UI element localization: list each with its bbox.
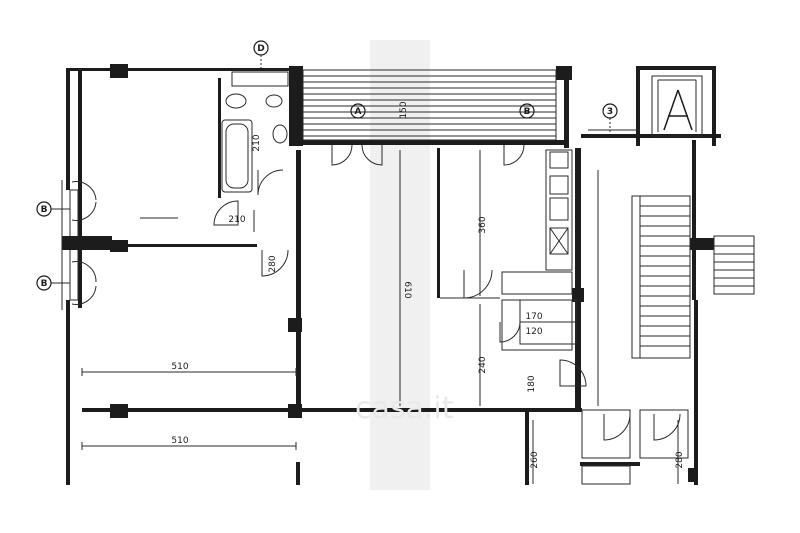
tag-b-left-top: B — [36, 201, 70, 217]
dim-150: 150 — [399, 101, 409, 118]
pillar-stair — [690, 238, 714, 250]
wall-bath-left — [218, 78, 221, 198]
walls — [66, 64, 721, 485]
wall-right-lower — [694, 300, 698, 485]
dim-210: 210 — [252, 134, 262, 151]
wall-bottom-stub — [296, 462, 300, 485]
pillar-bottom-mid — [288, 404, 302, 418]
wall-stair-right — [692, 140, 696, 240]
tag-a: A — [350, 103, 366, 119]
dim-260: 260 — [530, 451, 540, 468]
wall-bottom-right — [525, 410, 529, 485]
wall-elevator-top — [636, 66, 716, 70]
pillar-bottom-right — [688, 468, 698, 482]
balcony-top-slats — [302, 69, 557, 141]
wall-left-inner — [78, 68, 82, 308]
pillar-balcony-left — [62, 236, 112, 250]
dim-210-door: 210 — [228, 215, 245, 225]
tag-a-label: A — [355, 107, 362, 117]
dim-170: 170 — [525, 312, 542, 322]
wall-stair-right-lower — [692, 250, 696, 300]
wall-bedroom-bottom — [82, 244, 257, 247]
wall-balcony-bottom — [303, 140, 568, 145]
dim-120: 120 — [525, 327, 542, 337]
wall-balcony-right — [564, 80, 569, 148]
tag-d-label: D — [257, 44, 264, 54]
wall-stair-top — [581, 134, 721, 138]
tag-stair: 3 — [602, 103, 618, 134]
sink-icon — [549, 151, 569, 169]
tag-b-balcony-label: B — [524, 107, 531, 117]
pillar-mid-left — [110, 240, 128, 252]
wall-long-horizontal — [82, 408, 582, 412]
pillar-corridor — [288, 318, 302, 332]
dim-180: 180 — [527, 375, 537, 392]
dim-510-a: 510 — [171, 362, 188, 372]
dim-510-b: 510 — [171, 436, 188, 446]
pillar-bottom-left — [110, 404, 128, 418]
balcony-right-slats — [713, 235, 755, 295]
tag-b-left-bottom-label: B — [41, 279, 48, 289]
closets — [519, 299, 689, 485]
tag-b-left-top-label: B — [41, 205, 48, 215]
tag-b-left-bottom: B — [36, 275, 70, 291]
pillar-top-left — [110, 64, 128, 78]
wall-elevator-left — [636, 66, 640, 146]
dim-610: 610 — [402, 281, 412, 298]
wall-kitchen-left — [437, 148, 440, 298]
tag-b-balcony: B — [519, 103, 535, 119]
wall-left-upper — [66, 68, 70, 190]
staircase — [631, 195, 691, 359]
stove-icon — [549, 227, 569, 255]
elevator-icon — [651, 75, 703, 137]
bidet-icon — [272, 124, 288, 144]
wall-top-left — [66, 68, 291, 71]
sink-icon — [225, 93, 247, 109]
wall-elevator-right — [712, 66, 716, 146]
bathtub-icon — [221, 119, 253, 193]
dim-280-door: 280 — [268, 255, 278, 272]
wall-left-lower — [66, 300, 70, 485]
watermark: casa.it — [355, 391, 454, 426]
tag-d: D — [253, 40, 269, 70]
wall-bottom-closet — [580, 462, 640, 466]
dimension-labels: 510 510 610 360 240 260 280 170 120 180 … — [171, 101, 685, 468]
dim-280: 280 — [675, 451, 685, 468]
dim-360: 360 — [478, 216, 488, 233]
pillar-kitchen — [572, 288, 584, 302]
wall-kitchen-right — [575, 148, 581, 408]
bathroom-fixtures — [221, 71, 289, 193]
toilet-icon — [265, 94, 283, 108]
dim-240: 240 — [478, 356, 488, 373]
pillar-top-right — [556, 66, 572, 80]
tag-stair-label: 3 — [607, 107, 613, 117]
wall-bath-right — [289, 66, 303, 146]
dimension-lines — [81, 150, 679, 484]
kitchen-counter — [501, 149, 573, 351]
wall-corridor-left — [296, 150, 301, 410]
